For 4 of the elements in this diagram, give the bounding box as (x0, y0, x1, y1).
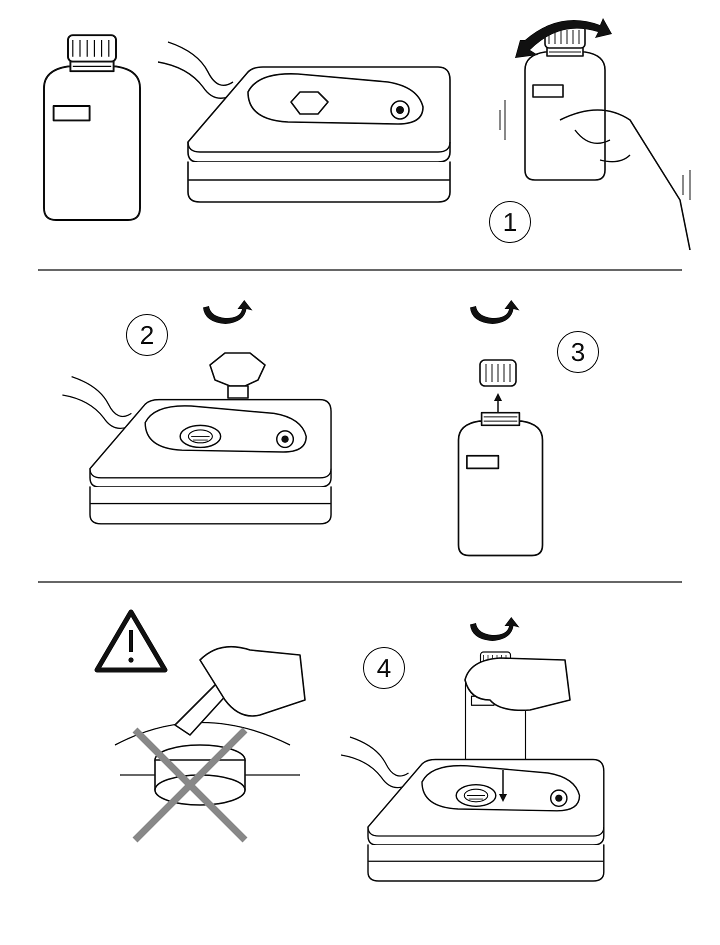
step-number: 2 (126, 314, 168, 356)
step-number: 1 (489, 201, 531, 243)
step-number: 3 (557, 331, 599, 373)
step-number: 4 (363, 647, 405, 689)
